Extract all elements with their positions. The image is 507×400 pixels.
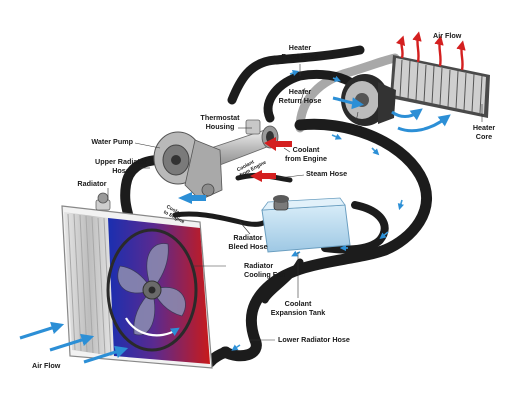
air-flow-bottom-arrows [19, 321, 129, 364]
tank-lower-hose [261, 258, 304, 304]
lower-radiator-hose [204, 346, 232, 368]
coolant-expansion-tank [261, 195, 351, 253]
leader-lines [107, 64, 483, 341]
flow-arrow-7 [332, 75, 341, 82]
coolant-to-engine-arrow [178, 192, 206, 204]
cool-air-arrow-core-2 [397, 114, 451, 133]
heater-food-hose-black [227, 45, 365, 105]
coolant-from-engine-arrow-small [250, 170, 276, 182]
air-flow-arrow-1 [19, 321, 65, 340]
coolant-from-engine-arrow [264, 137, 292, 151]
label-air-flow-bottom: Air Flow [32, 361, 61, 370]
air-flow-hot-arrows [395, 31, 466, 71]
leader-radiator-bleed-hose [239, 221, 251, 235]
air-flow-arrow-2 [49, 333, 95, 352]
cool-air-arrow-core-1 [391, 108, 423, 121]
heater-core [390, 55, 490, 118]
water-pump [153, 131, 223, 201]
cool-air-arrow-fan [332, 96, 364, 110]
flow-arrow-1 [371, 147, 380, 156]
heater-food-hose [295, 53, 400, 133]
flow-arrow-3 [379, 231, 389, 240]
label-air-flow-top: Air Flow [433, 31, 462, 40]
air-flow-cool-arrows [332, 96, 451, 133]
flow-arrow-4 [291, 250, 301, 257]
radiator-bleed-hose [172, 211, 268, 227]
leader-coolant-from-engine [283, 147, 291, 153]
upper-radiator-hose [120, 155, 165, 219]
hot-air-arrow-1 [412, 31, 422, 63]
leader-heater-return-hose [299, 87, 306, 105]
label-fan: Fan [349, 123, 363, 132]
hot-air-arrow-3 [456, 40, 466, 71]
label-radiator: Radiator [77, 179, 107, 188]
hot-air-arrow-4 [395, 35, 406, 59]
leader-steam-hose [277, 174, 305, 179]
leader-water-pump [134, 142, 161, 149]
flow-arrow-6 [289, 69, 300, 77]
flow-arrow-2 [397, 199, 404, 211]
label-water-pump: Water Pump [91, 137, 133, 146]
flow-arrow-5 [231, 344, 241, 351]
hot-air-arrow-2 [434, 35, 444, 67]
blower-fan [341, 74, 396, 126]
hose-flow-arrows [231, 69, 404, 351]
air-flow-arrow-3 [83, 345, 129, 364]
radiator-cooling-fan [106, 228, 198, 352]
flow-arrow-9 [331, 133, 342, 140]
leader-fan [355, 111, 359, 123]
label-lower-radiator-hose: Lower Radiator Hose [278, 335, 350, 344]
label-steam-hose: Steam Hose [306, 169, 348, 178]
